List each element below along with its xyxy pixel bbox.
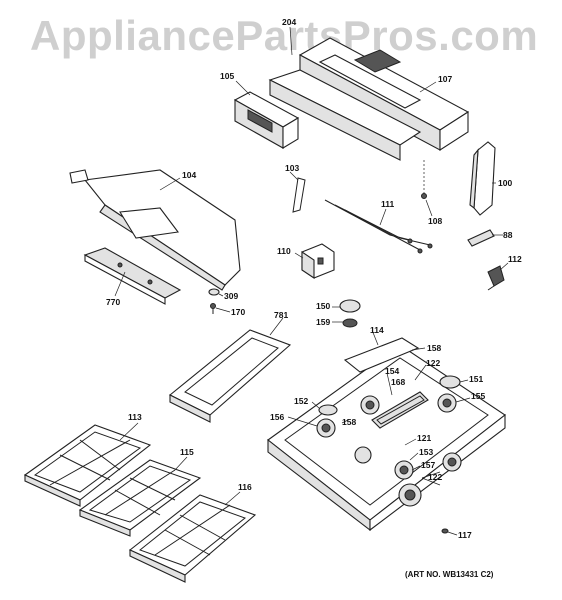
part-115-grate — [78, 459, 202, 537]
part-111-wire-harness — [324, 199, 433, 254]
label-112: 112 — [508, 254, 522, 264]
label-113: 113 — [128, 412, 142, 422]
label-309: 309 — [224, 291, 238, 301]
part-116-grate — [128, 494, 257, 583]
part-113-grate — [23, 424, 152, 507]
part-88-spacer — [467, 229, 495, 247]
part-117-screw — [441, 528, 449, 534]
part-781-griddle — [168, 329, 292, 423]
label-781: 781 — [274, 310, 288, 320]
label-170: 170 — [231, 307, 245, 317]
part-104-backsplash — [69, 169, 241, 291]
label-117: 117 — [458, 530, 472, 540]
label-154: 154 — [385, 366, 399, 376]
label-168: 168 — [391, 377, 405, 387]
label-121: 121 — [417, 433, 431, 443]
label-204: 204 — [282, 17, 296, 27]
part-309-170-fasteners — [208, 288, 220, 314]
burner-caps — [318, 299, 461, 416]
label-104: 104 — [182, 170, 196, 180]
part-112-clip — [487, 265, 505, 291]
label-111: 111 — [381, 199, 395, 209]
label-159: 159 — [316, 317, 330, 327]
label-115: 115 — [180, 447, 194, 457]
art-number: (ART NO. WB13431 C2) — [405, 570, 494, 579]
label-158-top: 158 — [427, 343, 441, 353]
leader-lines — [114, 26, 509, 536]
label-155: 155 — [471, 391, 485, 401]
part-center-oval-burner — [343, 337, 429, 429]
watermark: AppliancePartsPros.com — [30, 12, 539, 59]
part-labels: 204 105 107 104 103 100 111 108 88 110 1… — [106, 17, 522, 540]
label-153: 153 — [419, 447, 433, 457]
part-103-lever — [292, 177, 306, 213]
part-100-side-trim — [469, 141, 496, 216]
label-770: 770 — [106, 297, 120, 307]
label-157: 157 — [421, 460, 435, 470]
label-114: 114 — [370, 325, 384, 335]
burner-grid — [316, 393, 462, 507]
label-108: 108 — [428, 216, 442, 226]
part-bracket-rear — [268, 69, 422, 161]
label-116: 116 — [238, 482, 252, 492]
label-152: 152 — [294, 396, 308, 406]
label-100: 100 — [498, 178, 512, 188]
label-103: 103 — [285, 163, 299, 173]
part-770-bracket — [83, 247, 182, 305]
label-107: 107 — [438, 74, 452, 84]
label-156: 156 — [270, 412, 284, 422]
label-122-top: 122 — [426, 358, 440, 368]
label-88: 88 — [503, 230, 513, 240]
label-150: 150 — [316, 301, 330, 311]
part-108-screw — [421, 160, 427, 199]
label-105: 105 — [220, 71, 234, 81]
label-110: 110 — [277, 246, 291, 256]
label-122-bottom: 122 — [428, 472, 442, 482]
label-158-bottom: 158 — [342, 417, 356, 427]
part-110-switch — [301, 243, 335, 280]
part-105-electronic-control — [233, 91, 300, 149]
label-151: 151 — [469, 374, 483, 384]
